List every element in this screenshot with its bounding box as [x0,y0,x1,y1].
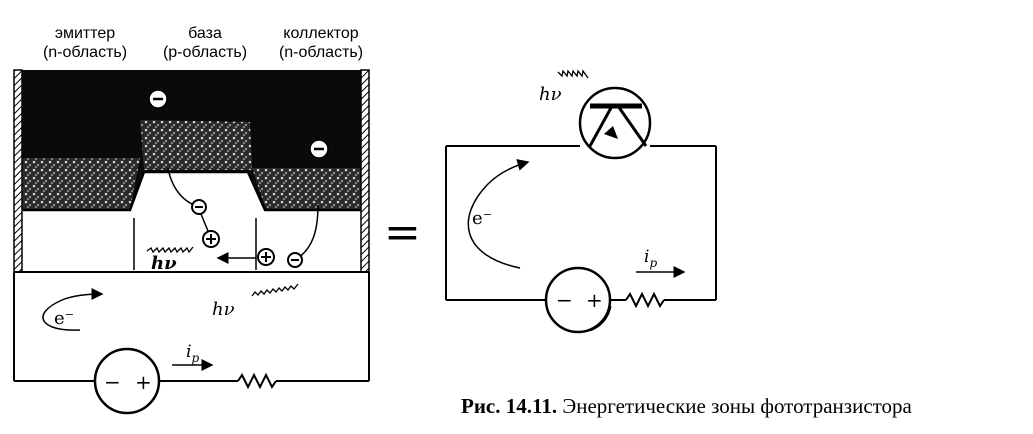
collector-hole [257,248,275,266]
photon-label-collector: hν [212,299,235,320]
battery-left [93,347,161,415]
emitter-electrons [22,158,140,210]
electron-charge-emitter [148,89,168,109]
battery-right [544,266,612,334]
collector-name: коллектор [283,25,359,42]
figure-number: Рис. 14.11. [461,394,558,418]
base-name: база [188,25,222,42]
emitter-type: (n-область) [42,44,128,61]
phototransistor-symbol [578,86,652,160]
collector-type: (n-область) [278,44,364,61]
right-contact [360,69,370,273]
current-label-left: ip [186,342,199,365]
equals-sign: = [384,207,421,258]
battery-right-minus: − [556,288,573,312]
valence-region [22,172,365,272]
figure-caption: Рис. 14.11. Энергетические зоны фототран… [461,394,912,418]
base-hole [202,230,220,248]
electron-flow-arrow-left [42,288,104,331]
resistor-left [237,372,277,390]
left-contact [13,69,23,273]
base-type: (p-область) [162,44,248,61]
base-carriers [140,120,252,170]
electron-charge-collector [309,139,329,159]
resistor-right [625,291,665,309]
collector-electrons [252,168,362,210]
band-edge-contour [22,170,365,212]
equivalent-circuit: hν − + e⁻ ip [445,69,717,334]
photon-wave-right [557,69,589,79]
left-circuit: − + e⁻ ip [13,272,370,415]
current-label-right: ip [644,247,657,270]
electron-flow-arrow-right [467,159,530,269]
band-diagram: hν hν [13,69,370,320]
battery-right-plus: + [586,288,603,312]
figure-caption-text: Энергетические зоны фототранзистора [562,394,912,418]
emitter-name: эмиттер [54,25,116,42]
photon-wave-collector [251,283,299,297]
photon-label-right: hν [539,84,562,105]
base-label: база (p-область) [146,24,264,62]
battery-left-plus: + [135,370,152,394]
electron-label-right: e⁻ [472,208,492,229]
photon-label-base: hν [151,253,177,274]
collector-electron [287,252,303,268]
emitter-label: эмиттер (n-область) [26,24,144,62]
collector-label: коллектор (n-область) [262,24,380,62]
battery-left-minus: − [104,370,121,394]
base-electron [191,199,207,215]
photon-wave-base [146,246,194,254]
electron-label-left: e⁻ [54,308,74,329]
